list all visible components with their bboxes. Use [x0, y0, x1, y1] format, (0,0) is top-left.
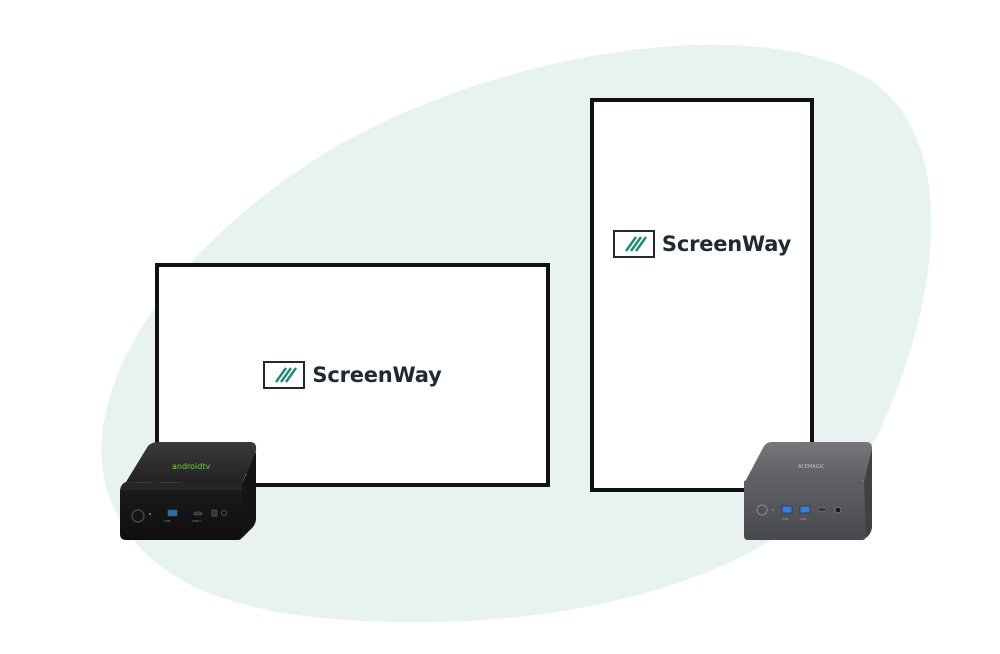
- svg-text:USB: USB: [164, 519, 170, 523]
- android-tv-logo: androidtv: [172, 462, 210, 471]
- screenway-logo-text: ScreenWay: [312, 363, 442, 387]
- mini-pc-brand: ACEMAGIC: [798, 464, 825, 470]
- mini-pc: ACEMAGIC USB USB: [744, 442, 872, 540]
- screenway-logo: ScreenWay: [612, 230, 792, 258]
- android-tv-box: USB USB-C androidtv: [120, 442, 257, 540]
- portrait-display: ScreenWay: [590, 98, 814, 492]
- screenway-logo-icon: [263, 361, 306, 389]
- svg-text:USB: USB: [782, 517, 788, 521]
- svg-text:USB: USB: [800, 517, 806, 521]
- screenway-logo-text: ScreenWay: [661, 232, 792, 256]
- screenway-logo: ScreenWay: [263, 361, 442, 389]
- screenway-logo-icon: [612, 230, 655, 258]
- svg-text:USB-C: USB-C: [192, 519, 201, 523]
